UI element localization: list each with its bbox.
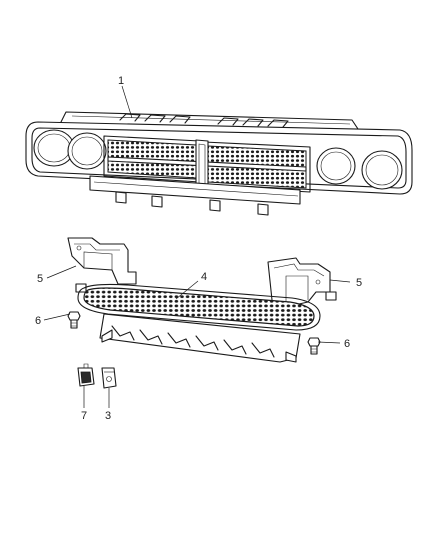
grille-assembly — [25, 111, 413, 216]
callout-6-right: 6 — [344, 338, 350, 350]
right-screw — [307, 337, 321, 355]
leader-lines — [43, 85, 351, 408]
callout-6-left: 6 — [35, 315, 41, 327]
retainer-clip — [77, 363, 95, 387]
callout-labels: 1 4 5 5 6 6 7 3 — [35, 75, 362, 422]
u-nut — [101, 367, 117, 389]
lower-grille-ribs — [111, 325, 275, 358]
callout-4: 4 — [201, 271, 207, 283]
left-screw — [67, 311, 81, 329]
callout-7: 7 — [81, 410, 87, 422]
callout-5-right: 5 — [356, 277, 362, 289]
top-vents — [119, 113, 289, 128]
mounting-tabs — [115, 191, 269, 216]
callout-5-left: 5 — [37, 273, 43, 285]
callout-1: 1 — [118, 75, 124, 87]
callout-3: 3 — [105, 410, 111, 422]
headlamp-openings — [33, 129, 403, 190]
left-bracket — [67, 237, 137, 293]
lower-grille — [77, 283, 321, 363]
